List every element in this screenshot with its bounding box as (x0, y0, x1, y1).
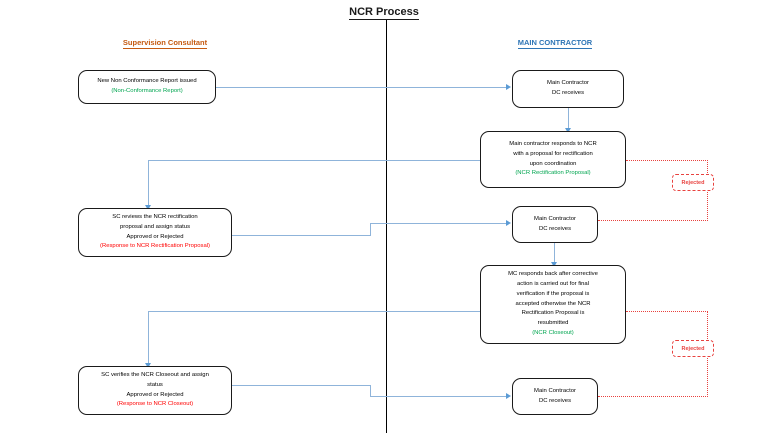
node-sc-verifies-closeout[interactable]: SC verifies the NCR Closeout and assign … (78, 366, 232, 415)
node-mc-dc-receives-1[interactable]: Main Contractor DC receives (512, 70, 624, 108)
connector-proposal-to-screview-v (148, 160, 150, 208)
node-mc-responds-closeout-line-5: resubmitted (537, 320, 569, 327)
node-mc-responds-proposal-line-2: upon coordination (529, 160, 577, 167)
reject-path-proposal-left (626, 160, 708, 161)
node-sc-reviews-proposal-line-1: proposal and assign status (119, 223, 191, 230)
node-mc-dc-receives-2-line-0: Main Contractor (534, 215, 576, 222)
connector-closeout-to-scverify-v (148, 311, 150, 366)
node-new-ncr-issued-document: (Non-Conformance Report) (111, 88, 183, 94)
arrowhead-issued-to-dc1 (506, 84, 511, 90)
connector-scverify-to-dc3-h2 (370, 396, 509, 398)
node-mc-dc-receives-1-line-1: DC receives (551, 90, 585, 96)
node-mc-dc-receives-2[interactable]: Main Contractor DC receives (512, 206, 598, 243)
page-title: NCR Process (0, 6, 768, 20)
node-mc-responds-closeout-line-2: verification if the proposal is (516, 290, 590, 297)
reject-path-dc2-right (598, 220, 708, 221)
arrowhead-dc1-to-proposal (565, 128, 571, 133)
lane-header-main-contractor: MAIN CONTRACTOR (460, 38, 650, 49)
lane-header-supervision-consultant: Supervision Consultant (70, 38, 260, 49)
node-new-ncr-issued[interactable]: New Non Conformance Report issued (Non-C… (78, 70, 216, 104)
connector-issued-to-dc1 (215, 87, 508, 89)
reject-label-closeout: Rejected (672, 340, 714, 357)
node-sc-verifies-closeout-document: (Response to NCR Closeout) (116, 401, 194, 408)
node-sc-reviews-proposal-document: (Response to NCR Rectification Proposal) (99, 243, 210, 250)
node-sc-reviews-proposal-line-2: Approved or Rejected (126, 233, 184, 240)
node-sc-verifies-closeout-line-2: Approved or Rejected (126, 391, 184, 398)
connector-scverify-to-dc3-v (370, 385, 372, 397)
node-mc-responds-closeout-line-0: MC responds back after corrective (508, 271, 598, 278)
reject-label-proposal: Rejected (672, 174, 714, 191)
connector-screview-to-dc2-h2 (370, 223, 509, 225)
node-mc-responds-closeout-line-4: Rectification Proposal is (521, 310, 585, 317)
arrowhead-closeout-to-scverify (145, 363, 151, 368)
node-mc-dc-receives-3-line-1: DC receives (538, 397, 572, 404)
reject-label-closeout-text: Rejected (681, 345, 705, 352)
connector-dc1-to-proposal (568, 108, 570, 131)
connector-screview-to-dc2-h1 (232, 235, 371, 237)
lane-divider (386, 20, 387, 433)
node-new-ncr-issued-line-0: New Non Conformance Report issued (97, 78, 197, 85)
node-sc-reviews-proposal-line-0: SC reviews the NCR rectification (112, 214, 198, 221)
connector-dc2-to-closeout (554, 243, 556, 265)
arrowhead-proposal-to-screview (145, 205, 151, 210)
node-mc-responds-closeout-line-1: action is carried out for final (516, 281, 590, 288)
node-mc-responds-closeout-document: (NCR Closeout) (532, 329, 574, 336)
node-sc-verifies-closeout-line-0: SC verifies the NCR Closeout and assign (101, 372, 209, 379)
connector-scverify-to-dc3-h1 (232, 385, 371, 387)
node-mc-dc-receives-2-line-1: DC receives (538, 225, 572, 232)
connector-proposal-to-screview-h (148, 160, 481, 162)
node-mc-responds-closeout-line-3: accepted otherwise the NCR (515, 300, 591, 307)
node-mc-responds-proposal[interactable]: Main contractor responds to NCR with a p… (480, 131, 626, 188)
page-title-text: NCR Process (349, 6, 419, 20)
node-mc-dc-receives-3[interactable]: Main Contractor DC receives (512, 378, 598, 415)
reject-path-dc3-right (598, 396, 708, 397)
node-mc-responds-closeout[interactable]: MC responds back after corrective action… (480, 265, 626, 344)
node-mc-dc-receives-3-line-0: Main Contractor (534, 387, 576, 394)
node-sc-verifies-closeout-line-1: status (147, 381, 163, 388)
node-mc-responds-proposal-line-0: Main contractor responds to NCR (509, 141, 597, 148)
arrowhead-dc2-to-closeout (551, 262, 557, 267)
node-mc-responds-proposal-document: (NCR Rectification Proposal) (515, 170, 591, 177)
lane-header-supervision-consultant-label: Supervision Consultant (122, 38, 208, 49)
connector-closeout-to-scverify-h (148, 311, 481, 313)
lane-header-main-contractor-label: MAIN CONTRACTOR (517, 38, 593, 49)
arrowhead-scverify-to-dc3 (506, 393, 511, 399)
node-sc-reviews-proposal[interactable]: SC reviews the NCR rectification proposa… (78, 208, 232, 257)
reject-path-closeout-left (626, 311, 708, 312)
reject-label-proposal-text: Rejected (681, 179, 705, 186)
arrowhead-screview-to-dc2 (506, 220, 511, 226)
node-mc-dc-receives-1-line-0: Main Contractor (547, 80, 589, 87)
node-mc-responds-proposal-line-1: with a proposal for rectification (513, 150, 593, 157)
connector-screview-to-dc2-v (370, 223, 372, 236)
